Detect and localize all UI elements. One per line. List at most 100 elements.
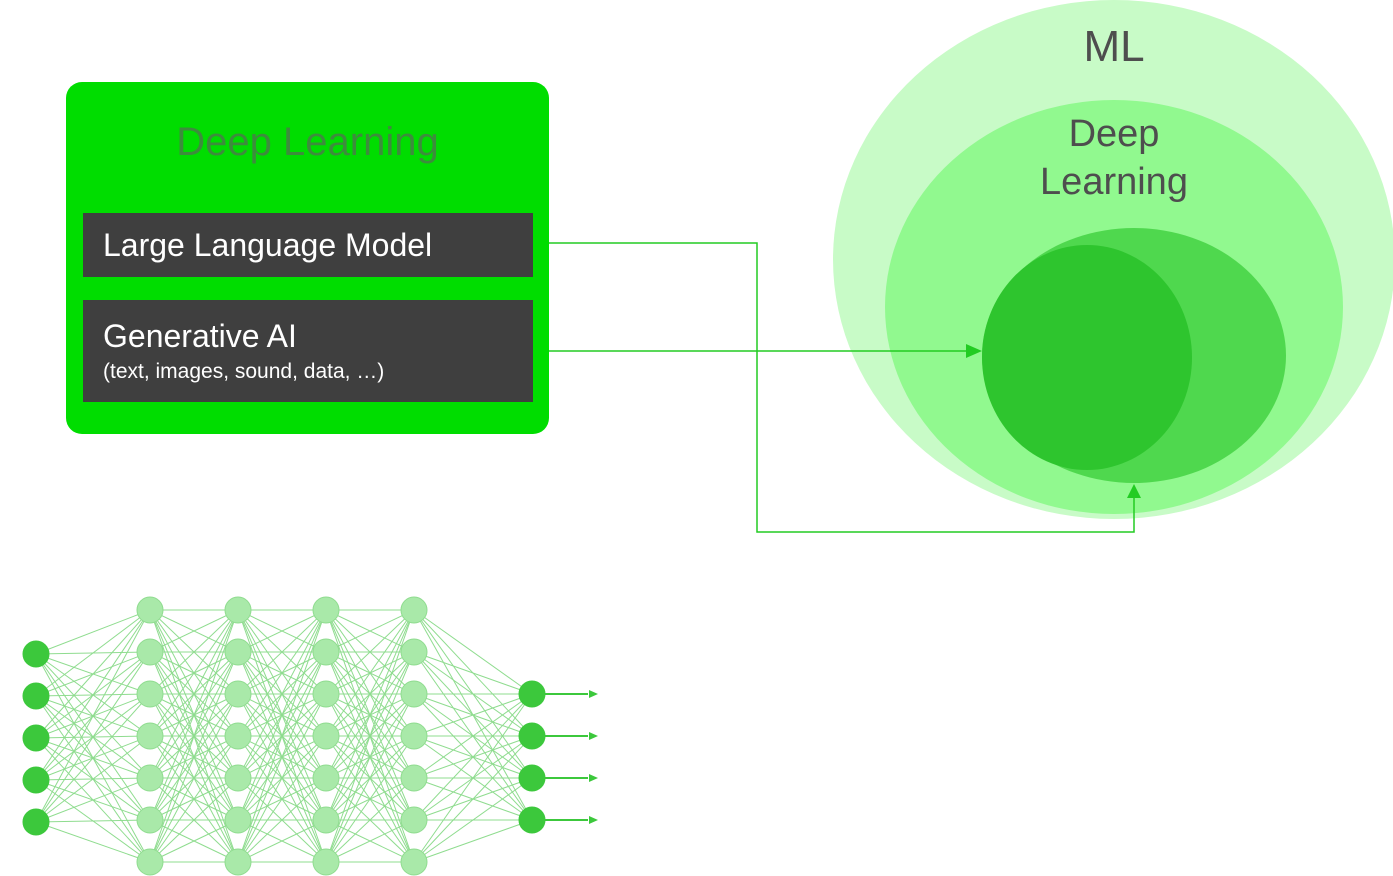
network-edge: [237, 651, 327, 863]
network-edge: [35, 819, 151, 823]
network-hidden-node: [136, 848, 164, 876]
network-edge: [149, 609, 239, 863]
network-edge: [237, 609, 327, 863]
network-hidden-node: [136, 596, 164, 624]
network-edge: [149, 735, 239, 863]
network-edge: [237, 609, 327, 737]
network-edge: [325, 609, 415, 821]
network-edge: [413, 693, 533, 737]
network-edge: [35, 609, 151, 739]
network-edge: [325, 609, 415, 653]
card-title: Deep Learning: [176, 120, 439, 164]
network-edge: [325, 735, 415, 863]
network-hidden-node: [136, 638, 164, 666]
network-hidden-node: [224, 848, 252, 876]
network-edge: [325, 651, 415, 863]
network-edge: [149, 609, 239, 653]
network-output-node: [518, 806, 546, 834]
network-hidden-node: [400, 806, 428, 834]
network-hidden-node: [400, 722, 428, 750]
network-input-node: [22, 766, 50, 794]
network-edge: [35, 609, 151, 823]
network-edge: [413, 693, 533, 863]
network-edge: [149, 651, 239, 863]
network-edge: [35, 651, 151, 823]
network-hidden-node: [400, 596, 428, 624]
generative-ai-sublabel: (text, images, sound, data, …): [103, 360, 385, 383]
network-edge: [237, 609, 327, 695]
network-output-node: [518, 764, 546, 792]
network-hidden-node: [312, 806, 340, 834]
network-output-node: [518, 680, 546, 708]
network-input-node: [22, 808, 50, 836]
network-edge: [35, 777, 151, 823]
network-hidden-node: [312, 848, 340, 876]
network-output-arrow-icon: [589, 690, 598, 698]
network-input-node: [22, 682, 50, 710]
network-edge: [149, 693, 239, 863]
llm-connector-line: [549, 242, 1135, 533]
network-edge: [237, 735, 327, 863]
network-edge: [237, 609, 327, 821]
network-output-arrow-icon: [589, 732, 598, 740]
network-hidden-node: [224, 764, 252, 792]
deep-learning-label-line2: Learning: [1040, 161, 1188, 203]
network-edge: [413, 777, 533, 863]
network-input-node: [22, 724, 50, 752]
network-hidden-node: [312, 722, 340, 750]
network-hidden-node: [312, 596, 340, 624]
network-hidden-node: [136, 680, 164, 708]
network-input-node: [22, 640, 50, 668]
network-edge: [325, 609, 415, 695]
network-edge: [325, 777, 415, 863]
network-edge: [325, 693, 415, 863]
network-edge: [413, 609, 533, 695]
network-hidden-node: [224, 680, 252, 708]
network-output-arrow-icon: [589, 774, 598, 782]
llm-arrowhead-icon: [1127, 484, 1141, 498]
network-edge: [149, 609, 239, 737]
network-edge: [413, 693, 533, 821]
network-edge: [413, 651, 533, 695]
network-hidden-node: [136, 806, 164, 834]
network-edge: [35, 693, 151, 823]
llm-label: Large Language Model: [103, 227, 433, 263]
generative-ai-label: Generative AI: [103, 318, 297, 354]
network-hidden-node: [400, 848, 428, 876]
network-edge: [149, 609, 239, 779]
network-output-arrow-icon: [589, 816, 598, 824]
network-edge: [325, 609, 415, 863]
network-edge: [237, 819, 327, 863]
generative-ai-circle: [982, 245, 1192, 470]
network-hidden-node: [136, 722, 164, 750]
network-edge: [35, 609, 151, 697]
network-edge: [237, 609, 327, 653]
network-edge: [325, 609, 415, 779]
network-edge: [35, 609, 151, 655]
network-hidden-node: [136, 764, 164, 792]
network-hidden-node: [312, 638, 340, 666]
network-edge: [237, 777, 327, 863]
network-hidden-node: [400, 680, 428, 708]
network-edge: [35, 735, 151, 823]
network-edge: [149, 609, 239, 821]
network-output-node: [518, 722, 546, 750]
network-hidden-node: [312, 764, 340, 792]
network-edge: [325, 819, 415, 863]
network-edge: [413, 693, 533, 779]
network-edge: [35, 821, 151, 863]
network-edge: [149, 819, 239, 863]
deep-learning-card: Deep Learning Large Language Model Gener…: [66, 82, 549, 434]
deep-learning-label-line1: Deep: [1068, 113, 1160, 155]
network-edge: [413, 819, 533, 863]
network-hidden-node: [224, 638, 252, 666]
network-hidden-node: [224, 596, 252, 624]
deep-learning-circle-label: Deep Learning: [1014, 110, 1214, 206]
network-edge: [237, 693, 327, 863]
ml-label: ML: [1083, 22, 1145, 71]
network-hidden-node: [224, 722, 252, 750]
network-hidden-node: [224, 806, 252, 834]
